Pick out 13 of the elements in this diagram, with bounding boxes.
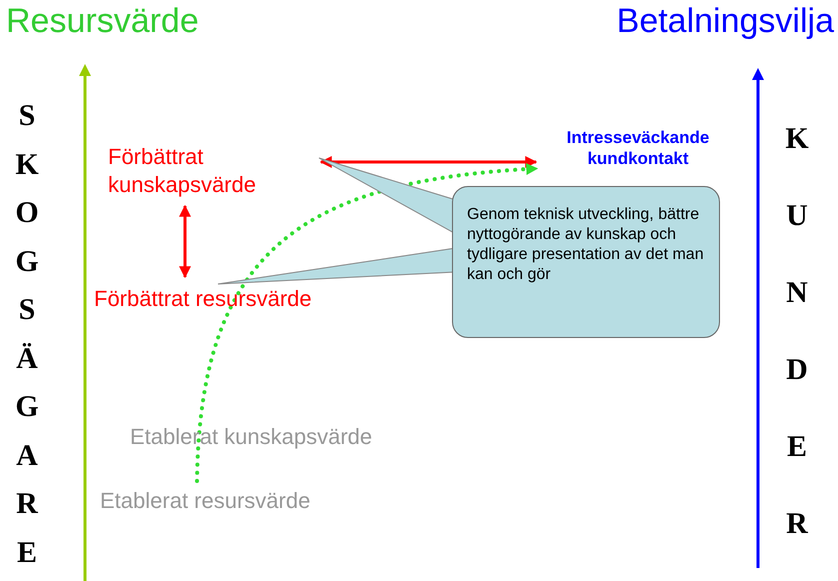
node-label: Förbättrat resursvärde (94, 285, 312, 312)
axis-title: Betalningsvilja (616, 2, 834, 41)
vertical-label: SKOGSÄGARE (14, 98, 40, 570)
callout-box: Genom teknisk utveckling, bättre nyttogörande av kunskap och tydligare presentation av det man kan och gör (452, 186, 720, 338)
node-label: Etablerat kunskapsvärde (130, 423, 372, 450)
node-label: Etablerat resursvärde (100, 487, 310, 514)
arrow (195, 163, 539, 483)
vertical-label: KUNDER (784, 121, 810, 542)
arrow (320, 156, 538, 168)
axis-title: Resursvärde (6, 2, 199, 41)
node-label: Intresseväckande kundkontakt (538, 127, 738, 170)
arrow (179, 204, 191, 278)
node-label: Förbättrat kunskapsvärde (108, 143, 318, 198)
